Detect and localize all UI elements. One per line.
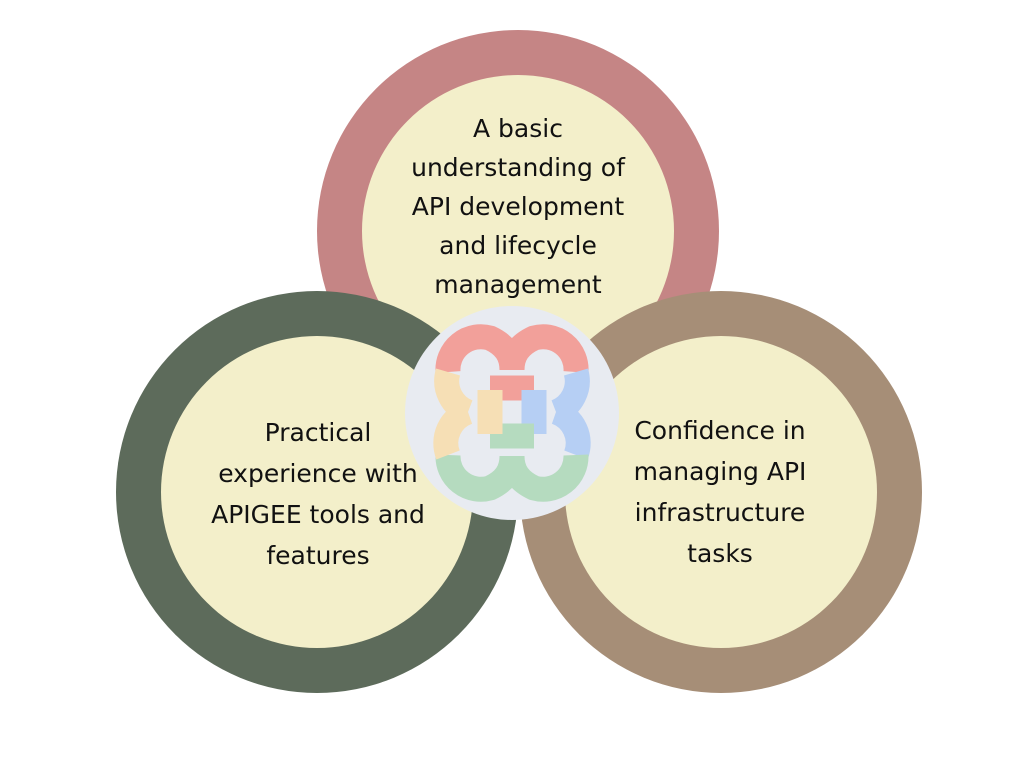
- right-circle-label: Confidence in managing API infrastructur…: [633, 416, 807, 568]
- left-circle-label: Practical experience with APIGEE tools a…: [211, 418, 425, 570]
- right-circle-fill: [565, 336, 877, 648]
- top-circle-label: A basic understanding of API development…: [411, 113, 625, 299]
- apigee-logo-icon: [405, 306, 619, 520]
- right-circle: [520, 291, 922, 693]
- logo-knot: [433, 324, 591, 502]
- left-circle-fill: [161, 336, 473, 648]
- top-circle-fill: [362, 75, 674, 387]
